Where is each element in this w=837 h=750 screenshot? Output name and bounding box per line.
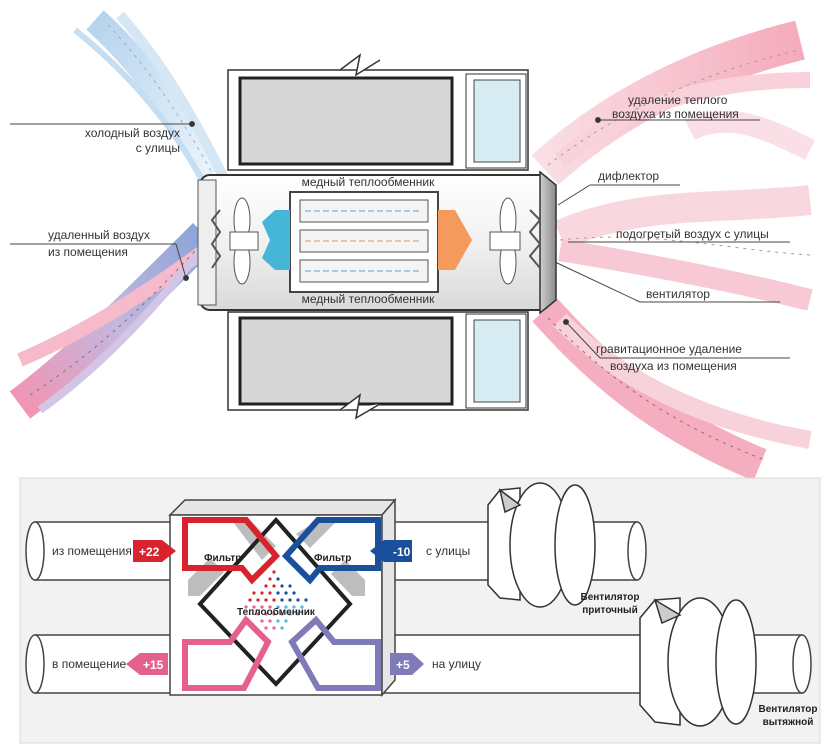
temp-arrow-to-street: +5	[390, 653, 424, 675]
exchange-dot	[280, 612, 284, 616]
exchange-dot	[272, 626, 276, 630]
exchange-dot	[256, 612, 260, 616]
exchange-dot	[272, 598, 276, 602]
exchange-dot	[264, 612, 268, 616]
exchange-dot	[288, 598, 292, 602]
exchange-dot	[248, 598, 252, 602]
exchange-dot	[256, 598, 260, 602]
exchange-dot	[268, 619, 272, 623]
label-heated-air: подогретый воздух с улицы	[616, 227, 769, 241]
label-warm-removal-2: воздуха из помещения	[612, 107, 739, 121]
supply-fan	[487, 482, 596, 608]
exchange-dot	[284, 619, 288, 623]
exchanger-rhombus	[197, 516, 353, 687]
exchange-dot	[296, 612, 300, 616]
label-to-street: на улицу	[432, 657, 481, 671]
exchange-dot	[276, 591, 280, 595]
cold-air-stream	[73, 10, 230, 187]
filter-left-label: Фильтр	[204, 553, 241, 564]
warm-removal-stream	[531, 20, 815, 185]
temp-from-street: -10	[393, 545, 411, 559]
wall-upper	[227, 53, 529, 171]
temp-from-room: +22	[139, 545, 160, 559]
gravity-stream	[532, 298, 812, 481]
bottom-diagram: Фильтр Фильтр Теплообменник +22 -10 +15 …	[19, 477, 821, 744]
exchange-dot	[292, 591, 296, 595]
leader-lines	[10, 117, 790, 359]
label-fan: вентилятор	[646, 287, 710, 301]
label-from-street: с улицы	[426, 544, 470, 558]
exchange-dot	[292, 605, 296, 609]
filter-left-channel	[182, 517, 281, 585]
exchange-dot	[268, 605, 272, 609]
top-diagram: холодный воздух с улицы удаленный воздух…	[9, 10, 815, 481]
temp-arrow-from-street: -10	[370, 540, 412, 562]
exchange-dot	[260, 619, 264, 623]
label-deflector: дифлектор	[598, 169, 659, 183]
exchange-dot	[260, 605, 264, 609]
heat-exchanger-core	[289, 191, 439, 293]
exhaust-fan	[639, 597, 757, 727]
exchange-dot	[268, 577, 272, 581]
temp-arrow-from-room: +22	[133, 540, 176, 562]
exchange-dot	[264, 584, 268, 588]
label-exhaust-fan-2: вытяжной	[763, 717, 814, 728]
exchange-dot	[252, 591, 256, 595]
exchanger-label: Теплообменник	[237, 606, 316, 618]
temp-to-room: +15	[143, 658, 164, 672]
temp-arrow-to-room: +15	[126, 653, 168, 675]
exchange-dot	[276, 619, 280, 623]
label-cold-air-2: с улицы	[136, 141, 180, 155]
right-fan	[489, 197, 542, 285]
warm-diffuser	[438, 210, 472, 270]
exchange-dot	[264, 626, 268, 630]
label-cold-air-1: холодный воздух	[85, 126, 180, 140]
temp-to-street: +5	[396, 658, 410, 672]
exchange-dot	[264, 598, 268, 602]
label-gravity-2: воздуха из помещения	[610, 359, 737, 373]
cold-diffuser	[262, 210, 290, 270]
label-exhaust-fan-1: Вентилятор	[758, 704, 817, 715]
exchange-dot	[284, 591, 288, 595]
label-supply-fan-2: приточный	[582, 605, 637, 616]
label-copper-bottom: медный теплообменник	[302, 292, 435, 306]
label-gravity-1: гравитационное удаление	[596, 342, 742, 356]
heat-exchange-pattern	[244, 570, 308, 630]
exchange-dot	[280, 598, 284, 602]
exchange-dot	[268, 591, 272, 595]
exchange-dot	[272, 570, 276, 574]
exchange-dot	[288, 584, 292, 588]
label-exhaust-air-1: удаленный воздух	[48, 228, 150, 242]
label-supply-fan-1: Вентилятор	[580, 592, 639, 603]
label-warm-removal-1: удаление теплого	[628, 93, 728, 107]
exchange-dot	[260, 591, 264, 595]
filter-right-label: Фильтр	[314, 553, 351, 564]
label-copper-top: медный теплообменник	[302, 175, 435, 189]
exchange-dot	[284, 605, 288, 609]
exchange-dot	[288, 612, 292, 616]
label-exhaust-air-2: из помещения	[48, 245, 128, 259]
exchange-dot	[280, 584, 284, 588]
exchange-dot	[280, 626, 284, 630]
exchange-dot	[252, 605, 256, 609]
exchange-dot	[296, 598, 300, 602]
heated-air-stream	[553, 185, 813, 311]
exchange-dot	[244, 605, 248, 609]
exchange-dot	[272, 584, 276, 588]
label-to-room: в помещение	[52, 657, 127, 671]
left-fan	[210, 197, 259, 285]
label-from-room: из помещения	[52, 544, 132, 558]
exchange-dot	[272, 612, 276, 616]
to-room-channel	[182, 615, 272, 691]
exchange-dot	[276, 605, 280, 609]
exchange-dot	[304, 598, 308, 602]
wall-lower	[227, 311, 529, 420]
exchange-dot	[300, 605, 304, 609]
to-street-channel	[288, 615, 381, 691]
exchange-dot	[276, 577, 280, 581]
filter-right-channel	[281, 517, 381, 585]
